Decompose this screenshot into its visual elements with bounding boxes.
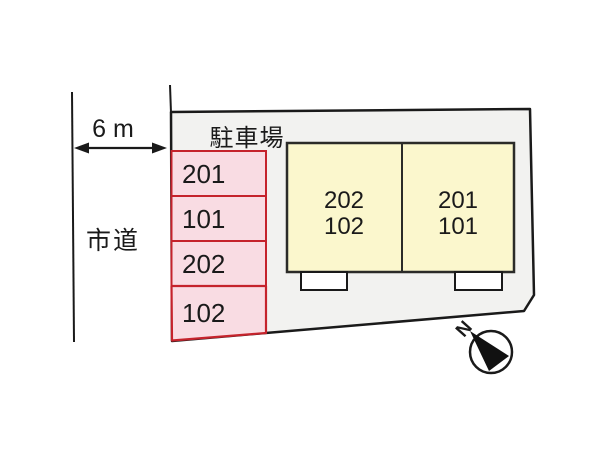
entrance-porch-right — [454, 271, 503, 291]
arrow-head-right-icon — [152, 142, 167, 154]
north-needle-icon — [470, 331, 509, 371]
boundary-extension-line — [169, 84, 172, 114]
building-unit-label: 102 — [324, 213, 364, 240]
building-outline — [285, 141, 516, 274]
parking-space-label: 102 — [182, 298, 225, 328]
entrance-porch-left — [300, 271, 348, 291]
parking-space-label: 202 — [182, 249, 225, 279]
road-name-label: 市道 — [86, 227, 140, 255]
parking-space-101 — [170, 195, 267, 242]
north-label: N — [452, 317, 477, 341]
parking-space-label: 201 — [182, 159, 225, 189]
parking-space-201 — [170, 150, 267, 197]
road-width-arrow — [74, 142, 167, 154]
parking-title-label: 駐車場 — [210, 125, 285, 152]
building: 202 102 201 101 — [285, 141, 516, 291]
building-unit-label: 202 — [324, 187, 364, 214]
building-unit-label: 101 — [438, 213, 478, 240]
parking-space-label: 101 — [182, 204, 225, 234]
road-edge-line — [71, 91, 75, 343]
compass: N — [452, 317, 514, 375]
arrow-head-left-icon — [74, 142, 89, 154]
parking-space-102 — [170, 284, 268, 342]
parking-spaces: 201 101 202 102 — [170, 150, 268, 342]
road-width-label: 6 m — [92, 115, 134, 143]
building-unit-label: 201 — [438, 187, 478, 214]
